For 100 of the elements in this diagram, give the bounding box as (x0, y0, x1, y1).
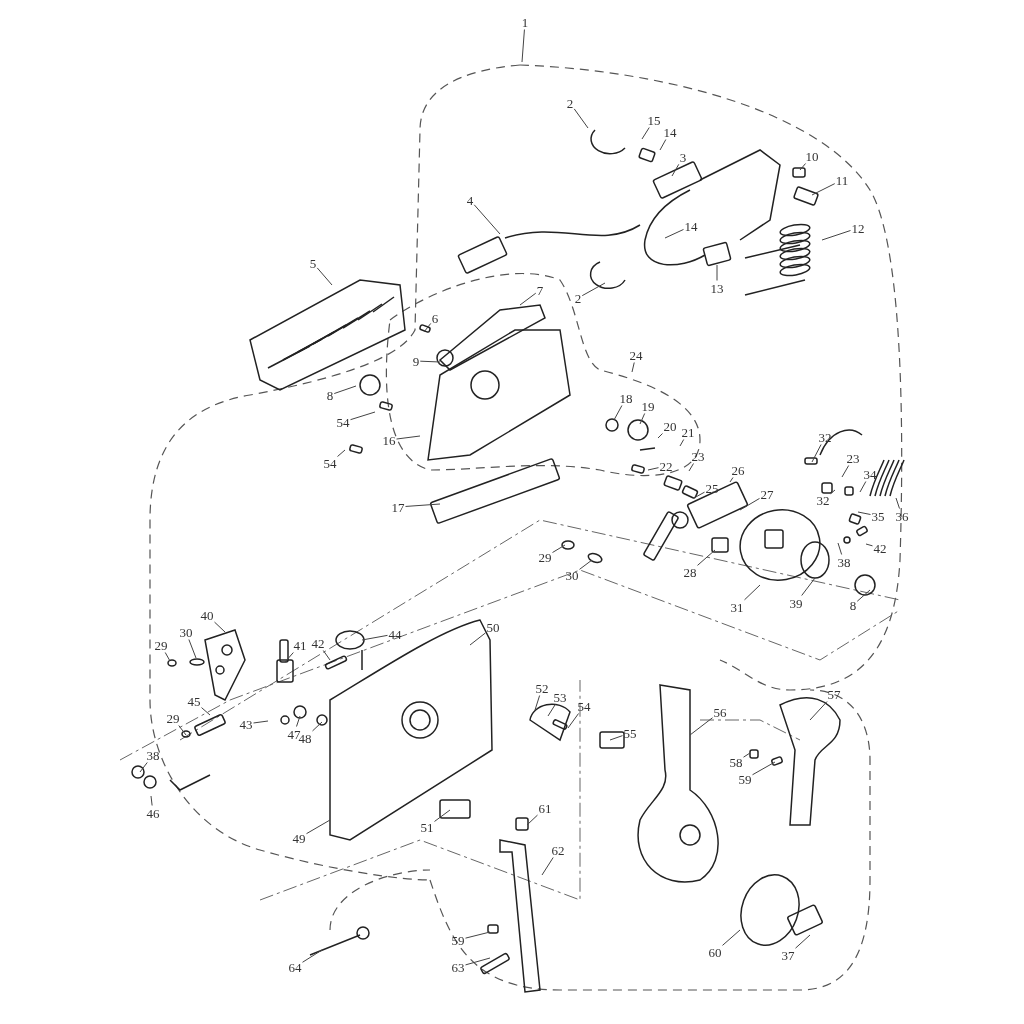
leader-line (799, 163, 807, 171)
callout-number: 5 (308, 255, 318, 271)
leader-line (859, 481, 867, 493)
callout-number: 3 (678, 149, 688, 165)
callout-number: 59 (737, 771, 753, 787)
callout-number: 29 (537, 549, 553, 565)
leader-line (895, 497, 900, 509)
callout-number: 39 (788, 595, 804, 611)
callout-number: 7 (535, 282, 545, 298)
callout-number: 57 (826, 686, 842, 702)
leader-line (821, 230, 851, 241)
callout-number: 60 (707, 944, 723, 960)
leader-line (567, 713, 580, 729)
leader-line (856, 589, 871, 602)
leader-line (693, 491, 705, 499)
leader-line (473, 204, 501, 235)
callout-number: 32 (817, 429, 833, 445)
callout-number: 34 (862, 466, 878, 482)
leader-line (396, 435, 421, 440)
leader-line (419, 360, 441, 363)
callout-number: 35 (870, 508, 886, 524)
leader-line (647, 467, 659, 471)
leader-line (573, 108, 589, 129)
leader-line (657, 433, 663, 439)
leader-line (201, 707, 211, 716)
callout-number: 2 (565, 95, 575, 111)
callout-number: 54 (322, 455, 338, 471)
leader-line (744, 584, 761, 601)
leader-line (214, 621, 226, 633)
callout-number: 45 (186, 693, 202, 709)
leader-line (631, 362, 635, 373)
callout-number: 10 (804, 148, 820, 164)
callout-number: 30 (178, 624, 194, 640)
callout-number: 61 (537, 800, 553, 816)
callout-number: 14 (662, 124, 678, 140)
leader-line (296, 715, 301, 727)
leader-line (284, 652, 294, 663)
callout-number: 23 (690, 448, 706, 464)
callout-number: 29 (153, 637, 169, 653)
callout-number: 24 (628, 347, 644, 363)
callout-number: 53 (552, 689, 568, 705)
leader-line (423, 322, 432, 333)
callout-number: 20 (662, 418, 678, 434)
leader-line (722, 929, 741, 946)
callout-number: 62 (550, 842, 566, 858)
leader-line (830, 489, 836, 495)
leader-line (609, 735, 623, 741)
leader-line (547, 704, 556, 717)
leader-line (641, 127, 650, 140)
leader-line (752, 761, 776, 776)
callout-number: 54 (576, 698, 592, 714)
callout-number: 40 (199, 607, 215, 623)
leader-line (809, 701, 828, 721)
callout-number: 36 (894, 508, 910, 524)
leader-line (333, 385, 357, 395)
callout-number: 38 (145, 747, 161, 763)
callout-number: 49 (291, 830, 307, 846)
leader-line (465, 957, 491, 966)
callout-number: 55 (622, 725, 638, 741)
callout-number: 28 (682, 564, 698, 580)
callout-number: 51 (419, 819, 435, 835)
callout-number: 50 (485, 619, 501, 635)
leader-line (811, 183, 836, 196)
callout-number: 29 (165, 710, 181, 726)
leader-line (689, 717, 713, 736)
leader-line (526, 814, 538, 826)
leader-line (434, 809, 451, 822)
leader-line (534, 695, 541, 711)
callout-number: 18 (618, 390, 634, 406)
callout-number: 42 (872, 540, 888, 556)
leader-line (302, 949, 323, 963)
leader-line (688, 463, 694, 472)
leader-line (865, 543, 873, 547)
leader-line (811, 444, 822, 463)
callout-number: 22 (658, 458, 674, 474)
callout-number: 2 (573, 290, 583, 306)
leader-line (837, 542, 843, 555)
callout-number: 64 (287, 959, 303, 975)
callout-number: 56 (712, 704, 728, 720)
leader-line (697, 549, 716, 566)
leader-line (729, 477, 734, 483)
callout-number: 15 (646, 112, 662, 128)
leader-line (350, 411, 376, 421)
callout-number: 59 (450, 932, 466, 948)
callout-number: 63 (450, 959, 466, 975)
leader-line (552, 544, 566, 553)
leader-line (337, 449, 346, 457)
callout-number: 37 (780, 947, 796, 963)
callout-number: 58 (728, 754, 744, 770)
callout-number: 17 (390, 499, 406, 515)
leader-line (253, 720, 269, 724)
leader-line (613, 405, 623, 421)
callout-number: 8 (325, 387, 335, 403)
leader-line (841, 465, 850, 478)
leader-line (541, 857, 554, 876)
callout-number: 16 (381, 432, 397, 448)
leader-line (581, 282, 606, 297)
leader-line (795, 934, 811, 949)
callout-number: 11 (834, 172, 850, 188)
callout-number: 43 (238, 716, 254, 732)
